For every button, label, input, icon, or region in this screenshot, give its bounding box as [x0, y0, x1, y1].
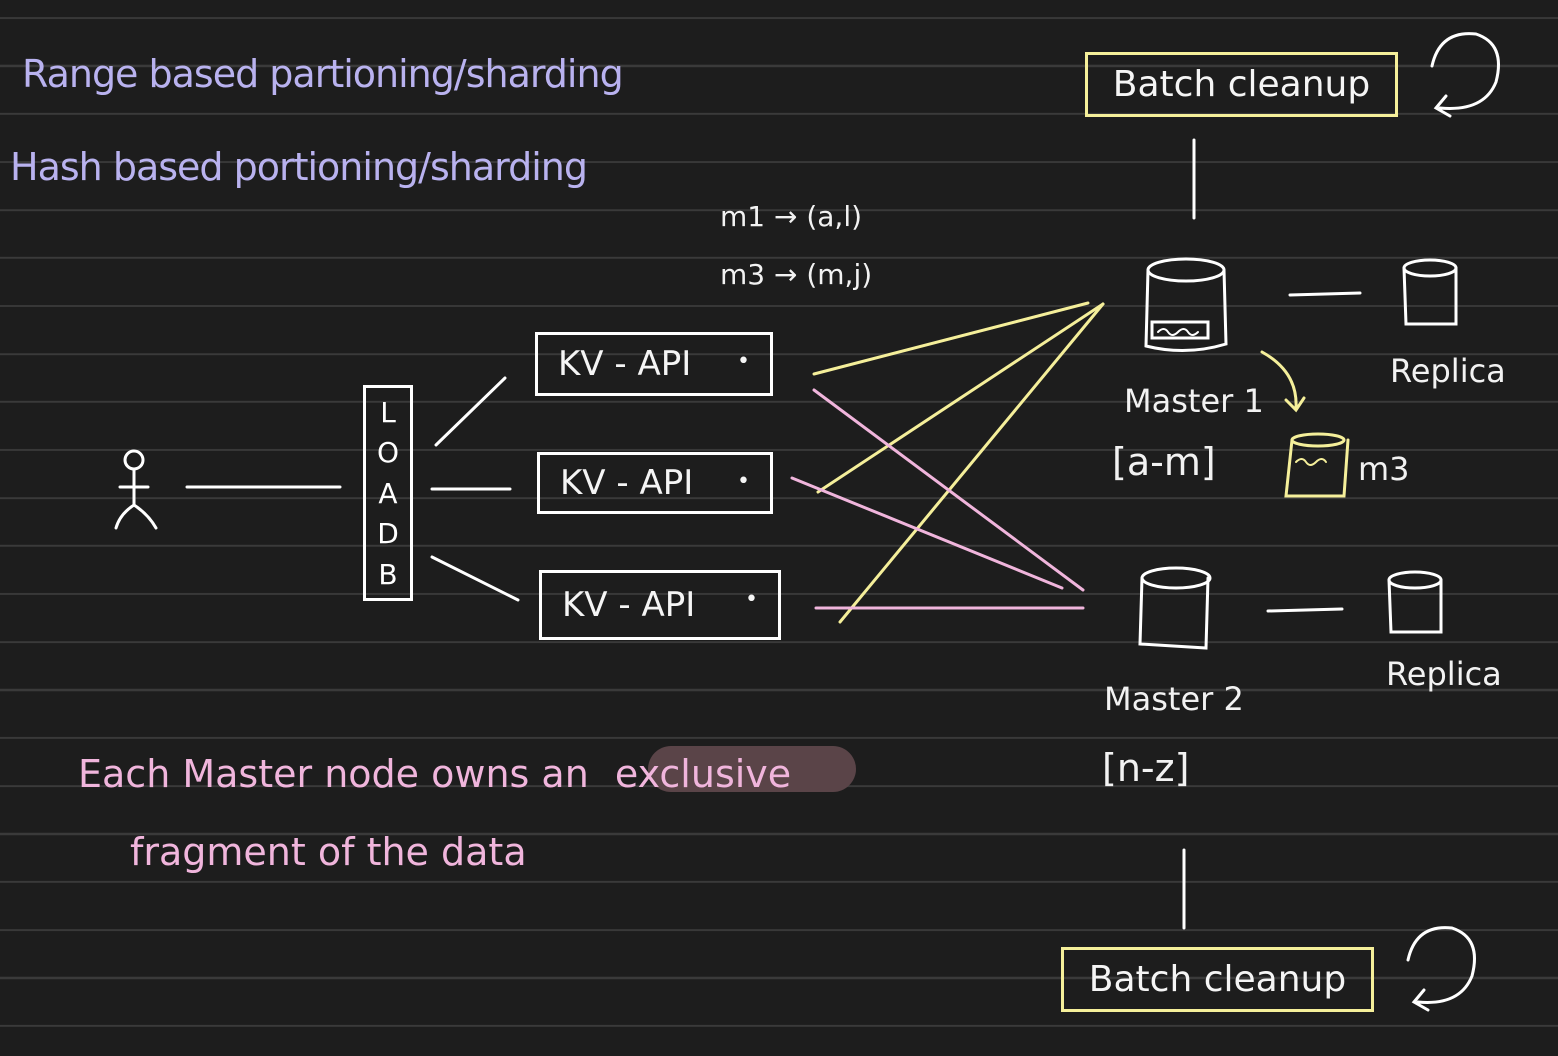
api2-to-master2-line	[790, 476, 1064, 590]
master1-replica-label: Replica	[1390, 352, 1506, 390]
status-dot-icon: •	[737, 469, 750, 494]
exclusive-note-line1: Each Master node owns an exclusive	[78, 752, 791, 796]
api3-to-master1-line	[838, 302, 1105, 624]
exclusive-note-keyword: exclusive	[614, 752, 792, 796]
api1-to-master2-line	[812, 388, 1085, 592]
lb-letter: B	[378, 557, 398, 591]
master2-replica-label: Replica	[1386, 655, 1502, 693]
lb-letter: O	[376, 436, 400, 469]
kv-api-label: KV - API	[558, 344, 692, 384]
lb-letter: L	[380, 395, 396, 429]
batch-cleanup-bottom[interactable]: Batch cleanup	[1061, 947, 1374, 1012]
master1-to-replica-line	[1288, 291, 1362, 297]
shard-map-m1: m1 → (a,l)	[720, 200, 863, 233]
batch-cleanup-label: Batch cleanup	[1112, 64, 1371, 105]
status-dot-icon: •	[737, 349, 750, 374]
kv-api-label: KV - API	[560, 463, 694, 503]
master2-to-replica-line	[1266, 607, 1344, 613]
api1-to-master1-line	[812, 301, 1090, 376]
lb-letter: D	[377, 517, 399, 550]
exclusive-highlight	[648, 746, 856, 792]
api2-to-master1-line	[816, 302, 1105, 494]
master2-label: Master 2	[1104, 680, 1244, 718]
range-partitioning-note: Range based partioning/sharding	[22, 52, 624, 96]
status-dot-icon: •	[745, 587, 758, 612]
hash-partitioning-note: Hash based portioning/sharding	[10, 145, 588, 189]
kv-api-server-1[interactable]: KV - API •	[535, 332, 773, 396]
load-balancer[interactable]: L O A D B	[363, 385, 413, 601]
master1-label: Master 1	[1124, 382, 1264, 420]
exclusive-note-prefix: Each Master node owns an	[78, 752, 589, 796]
m3-shard-label: m3	[1358, 450, 1410, 488]
kv-api-label: KV - API	[562, 585, 696, 625]
kv-api-server-2[interactable]: KV - API •	[537, 452, 773, 514]
lb-to-api3-line	[430, 555, 520, 602]
batch-cleanup-top[interactable]: Batch cleanup	[1085, 52, 1398, 117]
exclusive-note-line2: fragment of the data	[130, 830, 527, 874]
shard-move-arrow	[1260, 350, 1306, 413]
shard-map-m3: m3 → (m,j)	[720, 258, 873, 291]
lb-to-api1-line	[434, 376, 507, 447]
master2-range: [n-z]	[1102, 746, 1190, 790]
batch-cleanup-label: Batch cleanup	[1088, 959, 1347, 1000]
lb-letter: A	[378, 476, 398, 510]
master1-range: [a-m]	[1112, 440, 1216, 484]
kv-api-server-3[interactable]: KV - API •	[539, 570, 781, 640]
